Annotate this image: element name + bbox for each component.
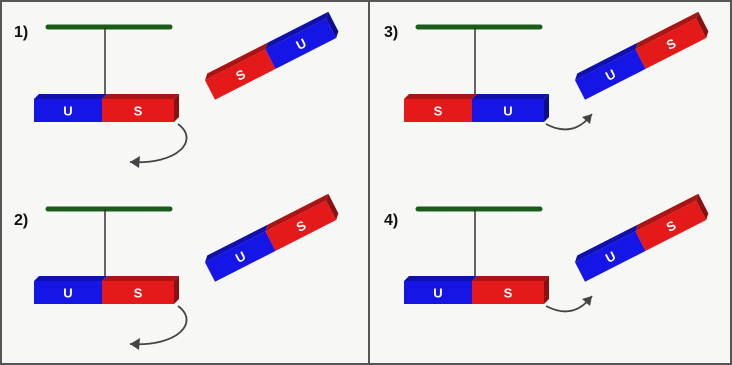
- panel-label-3: 3): [384, 24, 399, 41]
- magnet-end-face: [544, 94, 549, 122]
- magnet-end-face: [696, 193, 709, 221]
- loose-magnet: US: [205, 193, 339, 282]
- panel-label-2: 2): [14, 212, 29, 229]
- loose-magnet: SU: [205, 11, 339, 100]
- pole-letter: S: [134, 286, 143, 301]
- magnet-top-face: [205, 42, 268, 81]
- magnet-top-face: [205, 224, 268, 263]
- arrow-head: [130, 156, 140, 168]
- rotation-arrow: [129, 305, 188, 346]
- magnet-pole-u: [34, 99, 102, 122]
- magnet-top-face: [102, 276, 179, 281]
- magnet-pole-u: [575, 231, 646, 282]
- loose-magnet: US: [575, 11, 709, 100]
- arrow-head: [582, 114, 592, 124]
- loose-magnet: US: [575, 193, 709, 282]
- magnet-pole-u: [265, 18, 337, 69]
- pole-letter: U: [503, 104, 512, 119]
- magnet-top-face: [404, 276, 477, 281]
- magnet-top-face: [265, 193, 329, 232]
- magnet-pole-u: [34, 281, 102, 304]
- pole-letter: U: [63, 104, 72, 119]
- pole-letter: S: [434, 104, 443, 119]
- magnet-pole-s: [102, 99, 174, 122]
- pole-letter: S: [504, 286, 513, 301]
- magnet-pole-s: [205, 49, 276, 100]
- magnet-end-face: [696, 11, 709, 39]
- magnet-top-face: [635, 11, 699, 50]
- magnet-top-face: [34, 276, 107, 281]
- rotation-arrow: [129, 123, 188, 164]
- pole-letter: U: [63, 286, 72, 301]
- magnet-end-face: [174, 276, 179, 304]
- panel-label-4: 4): [384, 212, 399, 229]
- magnet-pole-s: [635, 18, 707, 69]
- magnet-top-face: [265, 11, 329, 50]
- magnet-pole-s: [102, 281, 174, 304]
- panel-label-1: 1): [14, 24, 29, 41]
- arrow-head: [130, 338, 140, 350]
- magnet-top-face: [575, 224, 638, 263]
- magnet-pole-u: [575, 49, 646, 100]
- magnet-top-face: [102, 94, 179, 99]
- magnet-top-face: [472, 276, 549, 281]
- magnet-pole-s: [404, 99, 472, 122]
- pole-letter: U: [433, 286, 442, 301]
- magnet-pole-u: [205, 231, 276, 282]
- magnet-end-face: [326, 193, 339, 221]
- magnet-pole-s: [265, 200, 337, 251]
- magnet-end-face: [544, 276, 549, 304]
- magnet-end-face: [326, 11, 339, 39]
- magnet-pole-s: [635, 200, 707, 251]
- magnet-pole-u: [404, 281, 472, 304]
- magnet-top-face: [635, 193, 699, 232]
- magnet-pole-u: [472, 99, 544, 122]
- magnet-top-face: [34, 94, 107, 99]
- magnet-top-face: [575, 42, 638, 81]
- magnet-end-face: [174, 94, 179, 122]
- arrow-head: [582, 296, 592, 306]
- pole-letter: S: [134, 104, 143, 119]
- magnet-top-face: [472, 94, 549, 99]
- magnet-pole-s: [472, 281, 544, 304]
- magnet-top-face: [404, 94, 477, 99]
